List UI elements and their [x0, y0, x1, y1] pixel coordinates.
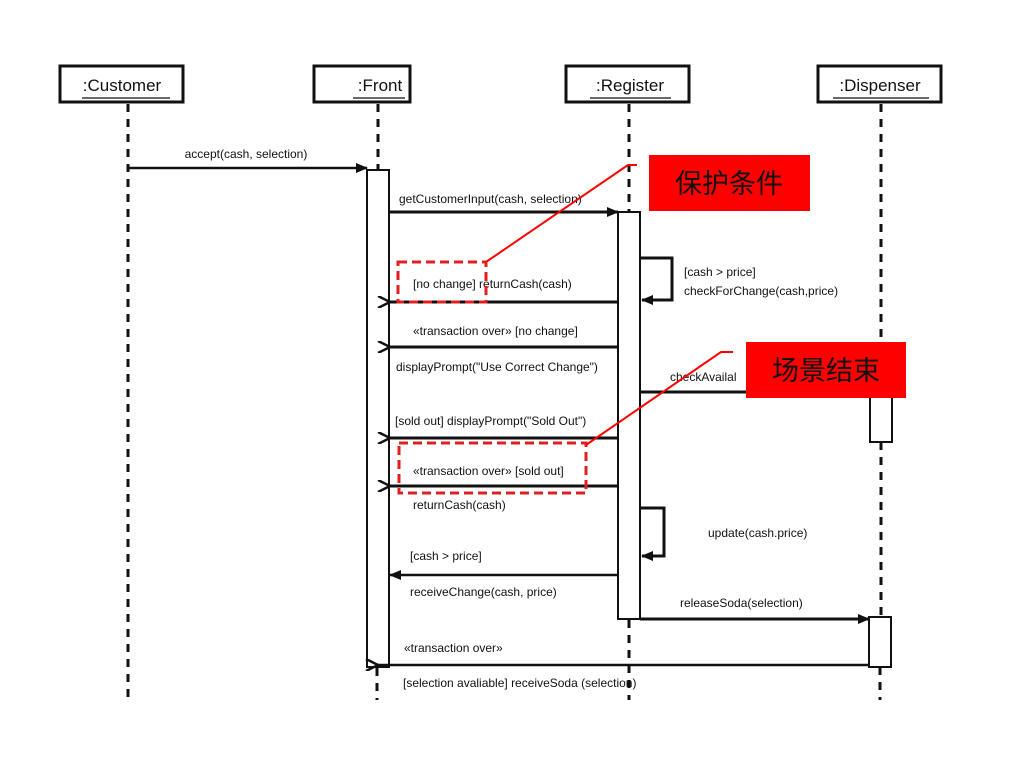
message-sold-out: [sold out] displayPrompt("Sold Out"): [390, 414, 618, 438]
object-box-dispenser: [816, 64, 943, 104]
message-label: releaseSoda(selection): [680, 596, 803, 610]
highlight-box-scenario-end: [397, 441, 588, 495]
lifeline-front: :Front: [312, 64, 412, 700]
lifeline-register: :Register: [564, 64, 691, 700]
message-receive-change: [cash > price] receiveChange(cash, price…: [389, 549, 618, 599]
message-return-cash-no-change: [no change] returnCash(cash): [390, 277, 618, 302]
message-get-customer-input: getCustomerInput(cash, selection): [389, 192, 619, 217]
message-check-for-change: [cash > price] checkForChange(cash,price…: [640, 256, 838, 305]
message-label: «transaction over»: [404, 641, 503, 655]
message-guard-label: [cash > price]: [684, 265, 756, 279]
message-guard-label: [selection avaliable] receiveSoda (selec…: [403, 676, 636, 690]
highlight-box-guard: [396, 260, 488, 304]
message-label: checkForChange(cash,price): [684, 284, 838, 298]
callout-box: [649, 155, 810, 211]
annotation-scenario-end: 场景结束: [397, 342, 906, 495]
message-label: [no change] returnCash(cash): [413, 277, 572, 291]
self-message-arrow: [640, 256, 674, 305]
callout-leader-line: [585, 351, 733, 446]
message-label: checkAvailal: [670, 370, 736, 384]
message-label: «transaction over» [no change]: [413, 324, 578, 338]
message-label: [sold out] displayPrompt("Sold Out"): [395, 414, 586, 428]
activation-front: [366, 169, 390, 668]
message-transaction-over-no-change: «transaction over» [no change]: [390, 324, 618, 347]
lifeline-customer: :Customer: [58, 64, 185, 700]
message-receive-soda: «transaction over» [selection avaliable]…: [378, 641, 869, 690]
object-label-dispenser: :Dispenser: [839, 76, 921, 95]
message-label-return-cash: returnCash(cash): [413, 498, 506, 512]
activation-dispenser-1: [869, 391, 893, 443]
message-update: update(cash.price): [640, 506, 807, 561]
self-message-arrow: [640, 506, 666, 561]
message-release-soda: releaseSoda(selection): [640, 596, 870, 624]
object-box-customer: [58, 64, 185, 104]
callout-box: [746, 342, 906, 398]
message-transaction-over-sold-out: «transaction over» [sold out]: [390, 464, 618, 486]
message-label: accept(cash, selection): [185, 147, 308, 161]
callout-label: 场景结束: [772, 356, 880, 387]
message-label-display-prompt-correct-change: displayPrompt("Use Correct Change"): [396, 360, 598, 374]
annotation-guard-condition: 保护条件: [396, 155, 810, 304]
callout-label: 保护条件: [675, 169, 783, 200]
message-label: update(cash.price): [708, 526, 807, 540]
object-box-register: [564, 64, 691, 104]
object-label-register: :Register: [596, 76, 664, 95]
message-label: receiveChange(cash, price): [410, 585, 557, 599]
activation-dispenser-2: [868, 616, 892, 668]
object-label-front: :Front: [358, 76, 403, 95]
message-label: getCustomerInput(cash, selection): [399, 192, 582, 206]
object-label-customer: :Customer: [83, 76, 162, 95]
message-guard-label: [cash > price]: [410, 549, 482, 563]
message-accept: accept(cash, selection): [128, 147, 368, 173]
message-label: «transaction over» [sold out]: [413, 464, 564, 478]
object-box-front: [312, 64, 412, 104]
callout-leader-line: [485, 164, 637, 263]
